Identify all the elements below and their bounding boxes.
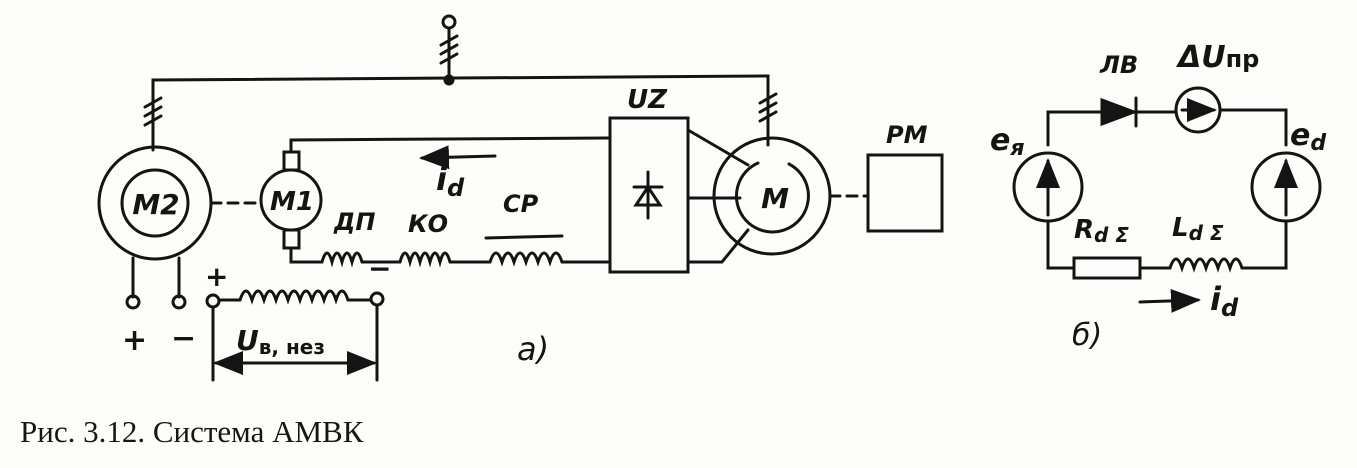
- m2-plus-sign: +: [122, 323, 147, 358]
- m2-label: M2: [132, 188, 179, 221]
- equivalent-circuit: [1012, 86, 1322, 313]
- three-phase-hash-left: [143, 96, 163, 127]
- field-minus-sign: −: [368, 252, 391, 285]
- e-ya-label: eя: [990, 123, 1025, 161]
- part-a-label: а): [517, 330, 549, 368]
- motor-m-label: M: [761, 182, 789, 215]
- three-phase-hash-right: [758, 92, 778, 123]
- ac-bus-line: [151, 74, 770, 152]
- current-label-a: id: [436, 160, 465, 202]
- ac-supply-terminal: [439, 14, 459, 86]
- current-arrow-b: [1138, 288, 1201, 313]
- sr-label: СР: [503, 190, 539, 218]
- uz-label: UZ: [627, 85, 668, 115]
- ko-label: КО: [408, 210, 448, 238]
- e-d-label: ed: [1290, 118, 1326, 156]
- machine-m2: [97, 145, 213, 310]
- l-d-sigma-label: Ld Σ: [1172, 213, 1224, 245]
- m1-label: M1: [270, 187, 314, 217]
- diode-label: ЛВ: [1099, 51, 1138, 79]
- current-label-b: id: [1210, 280, 1239, 322]
- field-voltage-label: Uв, нез: [236, 324, 325, 359]
- reactor-core-bar: [484, 234, 564, 240]
- diode-symbol: [1100, 97, 1139, 127]
- pm-block: [866, 153, 944, 233]
- inductor-l-d-sigma: [1168, 257, 1244, 273]
- pm-label: PM: [886, 121, 928, 149]
- independent-field-winding: [205, 289, 385, 382]
- converter-uz: [608, 116, 690, 274]
- field-plus-sign: +: [205, 260, 228, 293]
- r-d-sigma-label: Rd Σ: [1074, 215, 1129, 247]
- dp-label: ДП: [333, 208, 375, 236]
- voltage-drop-label: ΔUпр: [1176, 40, 1259, 75]
- m1-top-wire: [289, 136, 610, 154]
- part-b-label: б): [1072, 318, 1102, 353]
- m2-minus-sign: −: [171, 321, 196, 356]
- resistor-r-d-sigma: [1072, 256, 1142, 280]
- series-circuit: [289, 234, 610, 268]
- current-arrow-a: [419, 145, 497, 170]
- figure-caption: Рис. 3.12. Система АМВК: [20, 414, 364, 449]
